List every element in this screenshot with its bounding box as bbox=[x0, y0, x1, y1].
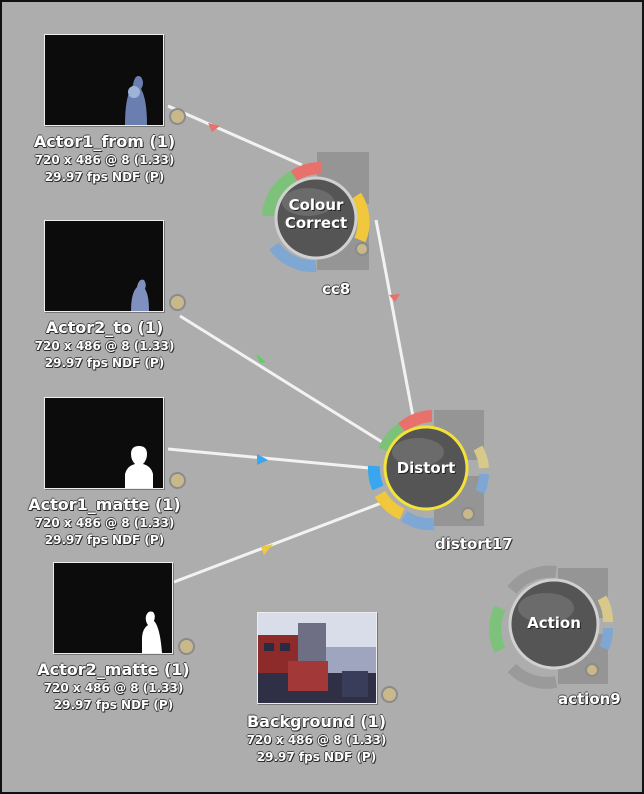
clip-thumbnail-actor1-from[interactable] bbox=[44, 34, 164, 126]
clip-fps: 29.97 fps NDF (P) bbox=[44, 170, 165, 184]
clip-name: Actor1_from (1) bbox=[33, 132, 176, 151]
clip-output-port[interactable] bbox=[381, 686, 398, 703]
node-ring-graphic bbox=[367, 410, 489, 531]
link-actor2to-distort[interactable] bbox=[179, 314, 383, 444]
link-arrow-blue bbox=[257, 454, 268, 465]
clip-fps: 29.97 fps NDF (P) bbox=[53, 698, 174, 712]
node-colour-correct[interactable]: Colour Correct bbox=[248, 148, 388, 278]
node-ring-graphic bbox=[262, 152, 370, 273]
link-arrow-green bbox=[256, 354, 266, 363]
clip-resolution: 720 x 486 @ 8 (1.33) bbox=[246, 733, 387, 747]
street-scene-image bbox=[258, 613, 376, 703]
node-ring-graphic bbox=[489, 565, 613, 689]
clip-output-port[interactable] bbox=[169, 108, 186, 125]
node-title-line1: Colour bbox=[288, 196, 344, 214]
actor-figure-image bbox=[131, 279, 149, 311]
clip-resolution: 720 x 486 @ 8 (1.33) bbox=[34, 153, 175, 167]
node-title: Action bbox=[527, 614, 581, 632]
node-action[interactable]: Action bbox=[486, 564, 626, 694]
link-arrow-yellow bbox=[261, 544, 273, 555]
link-actor1from-cc8[interactable] bbox=[167, 104, 303, 167]
clip-name: Actor1_matte (1) bbox=[28, 495, 181, 514]
link-actor1matte-distort[interactable] bbox=[167, 447, 381, 471]
matte-figure-image bbox=[125, 446, 153, 488]
clip-thumbnail-background[interactable] bbox=[257, 612, 377, 704]
clip-name: Actor2_to (1) bbox=[45, 318, 164, 337]
clip-thumbnail-actor2-matte[interactable] bbox=[53, 562, 173, 654]
node-label-distort17: distort17 bbox=[435, 535, 513, 553]
clip-resolution: 720 x 486 @ 8 (1.33) bbox=[34, 516, 175, 530]
link-arrow-red bbox=[208, 123, 220, 132]
node-title: Distort bbox=[396, 459, 456, 477]
matte-figure-image bbox=[142, 611, 162, 653]
node-distort[interactable]: Distort bbox=[362, 406, 502, 536]
node-label-cc8: cc8 bbox=[322, 280, 351, 298]
clip-output-port[interactable] bbox=[178, 638, 195, 655]
clip-thumbnail-actor1-matte[interactable] bbox=[44, 397, 164, 489]
clip-name: Background (1) bbox=[246, 712, 386, 731]
clip-resolution: 720 x 486 @ 8 (1.33) bbox=[43, 681, 184, 695]
clip-name: Actor2_matte (1) bbox=[37, 660, 190, 679]
link-actor2matte-distort[interactable] bbox=[173, 500, 385, 584]
clip-output-port[interactable] bbox=[169, 294, 186, 311]
clip-fps: 29.97 fps NDF (P) bbox=[44, 533, 165, 547]
clip-output-port[interactable] bbox=[169, 472, 186, 489]
link-arrow-red-2 bbox=[389, 294, 400, 302]
link-cc8-distort[interactable] bbox=[374, 219, 416, 423]
clip-resolution: 720 x 486 @ 8 (1.33) bbox=[34, 339, 175, 353]
actor-figure-image bbox=[125, 76, 147, 125]
clip-fps: 29.97 fps NDF (P) bbox=[44, 356, 165, 370]
node-label-action9: action9 bbox=[558, 690, 621, 708]
clip-thumbnail-actor2-to[interactable] bbox=[44, 220, 164, 312]
clip-fps: 29.97 fps NDF (P) bbox=[256, 750, 377, 764]
node-title-line2: Correct bbox=[284, 214, 348, 232]
